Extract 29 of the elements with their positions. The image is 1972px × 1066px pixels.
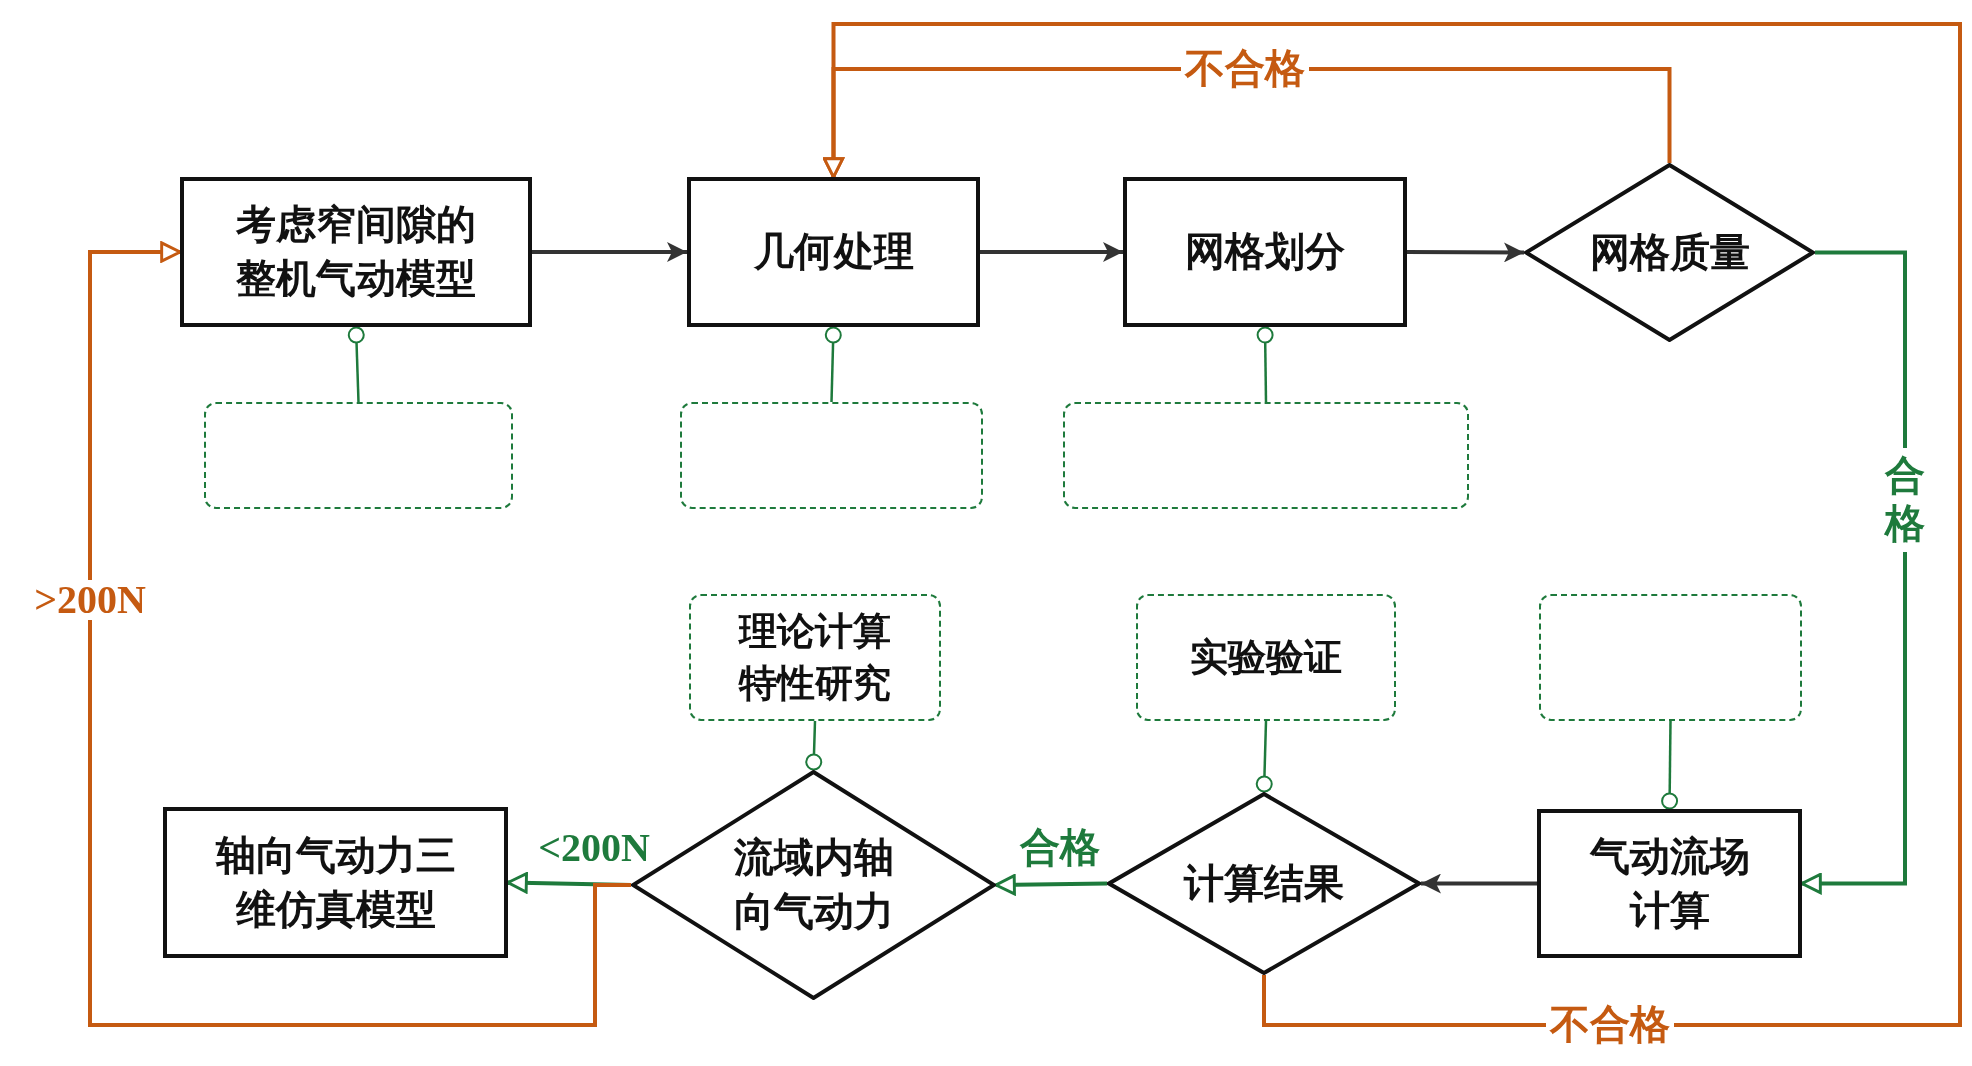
- process-box: 几何处理: [687, 177, 980, 327]
- process-box: 网格划分: [1123, 177, 1407, 327]
- arrow: [822, 22, 1962, 1027]
- process-box: 考虑窄间隙的整机气动模型: [180, 177, 532, 327]
- edge-label: 不合格: [1546, 1005, 1674, 1045]
- tool-note-box: 理论计算特性研究: [689, 594, 941, 721]
- arrow: [980, 242, 1123, 262]
- edge-label: 不合格: [1181, 49, 1309, 89]
- tool-note-box: [1063, 402, 1469, 509]
- arrow: [994, 874, 1108, 896]
- process-box: 轴向气动力三维仿真模型: [163, 807, 508, 958]
- connector-line: [347, 326, 365, 403]
- decision-diamond: 网格质量: [1524, 163, 1815, 342]
- tool-note-box: [1539, 594, 1802, 721]
- arrow: [1421, 873, 1537, 894]
- connector-line: [1255, 720, 1273, 793]
- connector-line: [805, 720, 823, 771]
- tool-note-box: [680, 402, 983, 509]
- connector-line: [1256, 326, 1274, 402]
- process-box: 气动流场计算: [1537, 809, 1802, 958]
- edge-label: 合格: [1883, 448, 1927, 552]
- tool-note-box: [204, 402, 513, 509]
- connector-line: [1661, 721, 1679, 810]
- connector-line: [824, 326, 842, 403]
- arrow: [1407, 242, 1524, 263]
- tool-note-box: 实验验证: [1136, 594, 1396, 721]
- arrow: [88, 241, 631, 1027]
- decision-diamond: 计算结果: [1107, 792, 1421, 975]
- arrow: [532, 242, 687, 262]
